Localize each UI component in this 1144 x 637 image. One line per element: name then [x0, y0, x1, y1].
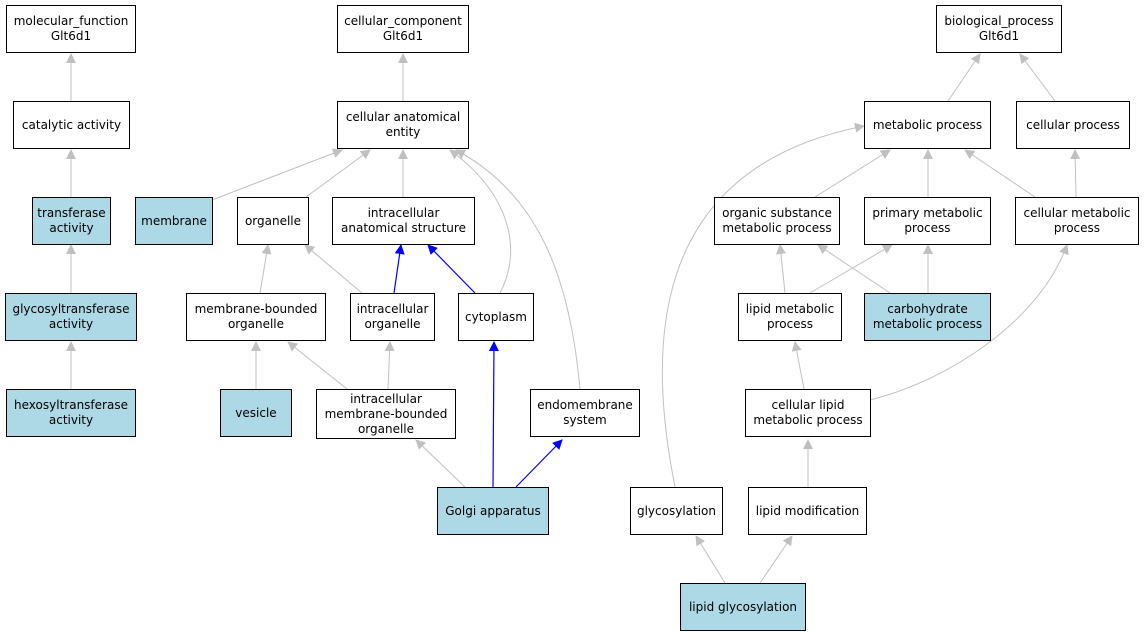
edge-golgi-to-imbo	[415, 439, 466, 488]
edge-golgi-to-endomembrane	[515, 439, 563, 488]
node-cellular-lipid-metabolic-process: cellular lipid metabolic process	[745, 389, 871, 437]
edge-intracellular-organelle-to-organelle	[304, 244, 363, 294]
node-organelle: organelle	[237, 197, 309, 245]
node-membrane-bounded-organelle: membrane-bounded organelle	[186, 293, 326, 341]
node-membrane: membrane	[135, 197, 213, 245]
edge-lipid-glycosylation-to-lipid-modification	[759, 535, 793, 584]
edge-lipid-glycosylation-to-glycosylation	[695, 535, 726, 584]
node-glycosyltransferase-activity: glycosyltransferase activity	[5, 293, 137, 341]
edge-endomembrane-to-cae	[455, 149, 581, 390]
edge-cmp-to-cellular-process	[1070, 149, 1081, 198]
edge-mbo-to-organelle	[259, 244, 272, 294]
node-metabolic-process: metabolic process	[864, 101, 991, 149]
node-glycosylation: glycosylation	[630, 487, 723, 535]
node-endomembrane-system: endomembrane system	[530, 389, 640, 437]
edge-cbmp-to-osmp	[817, 244, 891, 294]
node-transferase-activity: transferase activity	[32, 197, 111, 245]
edge-clmp-to-lmp	[791, 341, 805, 390]
node-intracellular-membrane-bounded-organelle: intracellular membrane-bounded organelle	[316, 389, 456, 439]
edge-cellular-process-to-bp-root	[1019, 53, 1056, 102]
edge-cytoplasm-to-ias	[427, 244, 476, 294]
node-lipid-glycosylation: lipid glycosylation	[680, 583, 806, 631]
node-cellular-process: cellular process	[1016, 101, 1130, 149]
edge-cytoplasm-to-cae	[449, 149, 512, 294]
node-biological-process-root: biological_process Glt6d1	[936, 5, 1062, 53]
edge-glycosylation-to-metabolic	[661, 122, 865, 488]
node-cellular-metabolic-process: cellular metabolic process	[1015, 197, 1139, 245]
edge-osmp-to-metabolic	[814, 149, 891, 198]
node-carbohydrate-metabolic-process: carbohydrate metabolic process	[864, 293, 991, 341]
node-molecular-function-root: molecular_function Glt6d1	[6, 5, 136, 53]
node-hexosyltransferase-activity: hexosyltransferase activity	[6, 389, 136, 437]
edge-organelle-to-cae	[305, 149, 371, 198]
node-cellular-component-root: cellular_component Glt6d1	[337, 5, 469, 53]
node-vesicle: vesicle	[220, 389, 292, 437]
edge-membrane-to-cae	[211, 148, 343, 201]
edge-lmp-to-pmp	[809, 244, 893, 294]
node-lipid-metabolic-process: lipid metabolic process	[738, 293, 842, 341]
node-catalytic-activity: catalytic activity	[13, 101, 130, 149]
edge-clmp-to-cmp	[869, 244, 1069, 401]
edge-golgi-to-cytoplasm	[488, 341, 499, 488]
edge-metabolic-to-bp-root	[947, 53, 981, 102]
edge-lmp-to-osmp	[775, 244, 786, 294]
edge-imbo-to-intracellular-organelle	[384, 341, 395, 390]
edge-cmp-to-metabolic	[964, 149, 1036, 198]
node-organic-substance-metabolic-process: organic substance metabolic process	[714, 197, 840, 245]
node-cellular-anatomical-entity: cellular anatomical entity	[337, 101, 469, 149]
node-golgi-apparatus: Golgi apparatus	[437, 487, 549, 535]
edge-intracellular-organelle-to-ias	[393, 244, 405, 294]
node-lipid-modification: lipid modification	[748, 487, 867, 535]
node-intracellular-anatomical-structure: intracellular anatomical structure	[332, 197, 475, 245]
node-primary-metabolic-process: primary metabolic process	[864, 197, 991, 245]
edge-imbo-to-mbo	[287, 341, 353, 394]
node-cytoplasm: cytoplasm	[458, 293, 534, 341]
node-intracellular-organelle: intracellular organelle	[350, 293, 435, 341]
